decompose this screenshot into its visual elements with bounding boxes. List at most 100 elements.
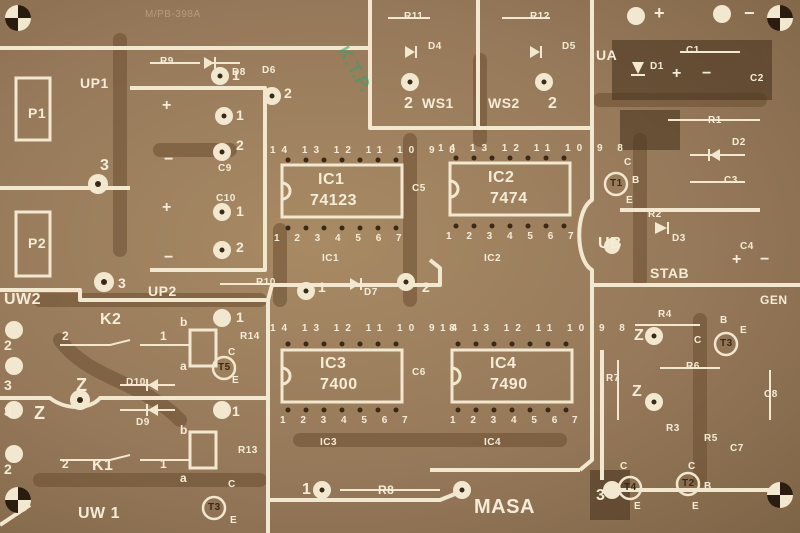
pad-label-2f: 2 bbox=[422, 279, 431, 295]
label-d9: D9 bbox=[136, 417, 150, 428]
label-z-3: Z bbox=[634, 327, 645, 344]
handwritten-note: M/PB-398A bbox=[145, 9, 201, 20]
ic-pin-hole bbox=[509, 407, 515, 413]
label-ws2: WS2 bbox=[488, 95, 520, 111]
ic-pin-hole bbox=[453, 223, 459, 229]
ic-pin-hole bbox=[525, 223, 531, 229]
label-a-k2: a bbox=[180, 359, 188, 373]
ic-pin-hole bbox=[321, 407, 327, 413]
pad-label-2g: 2 bbox=[4, 337, 13, 353]
label-r9: R9 bbox=[160, 56, 174, 67]
label-c9: C9 bbox=[218, 163, 232, 174]
label-r11: R11 bbox=[404, 11, 424, 22]
ic-pin-hole bbox=[393, 341, 399, 347]
label-a-k1: a bbox=[180, 471, 188, 485]
ic-pin-hole bbox=[321, 225, 327, 231]
pad-label-1d: 1 bbox=[318, 279, 327, 295]
pad-label-2b: 2 bbox=[236, 137, 245, 153]
label-b-k2: b bbox=[180, 315, 188, 329]
minus-top: − bbox=[744, 3, 756, 23]
label-d7: D7 bbox=[364, 287, 378, 298]
mounting-holes bbox=[5, 5, 793, 513]
ic4-sub-label: IC4 bbox=[484, 437, 502, 448]
ic-pin-hole bbox=[393, 407, 399, 413]
label-r10: R10 bbox=[256, 277, 276, 288]
label-p2: P2 bbox=[28, 235, 47, 251]
t2-b: B bbox=[704, 481, 712, 492]
ic2-ref: IC2 bbox=[488, 169, 515, 186]
ic-pin-hole bbox=[375, 341, 381, 347]
pad-label-1h: 1 bbox=[232, 403, 241, 419]
ic-pin-hole bbox=[527, 341, 533, 347]
ic-pin-hole bbox=[543, 223, 549, 229]
ic3-pins-bottom: 1 2 3 4 5 6 7 bbox=[280, 415, 414, 426]
ic-pin-hole bbox=[489, 223, 495, 229]
label-r8: R8 bbox=[378, 483, 395, 497]
ic-pin-hole bbox=[357, 341, 363, 347]
pad-label-2i: 2 bbox=[62, 329, 70, 343]
pad-label-3c: 3 bbox=[596, 487, 606, 504]
ic-pin-hole bbox=[357, 407, 363, 413]
pad-label-3: 3 bbox=[100, 157, 110, 174]
ic1-ref: IC1 bbox=[318, 171, 345, 188]
ic-pin-hole bbox=[339, 157, 345, 163]
label-t4: T4 bbox=[624, 482, 637, 493]
label-r6: R6 bbox=[686, 361, 700, 372]
minus-c1: − bbox=[702, 65, 712, 82]
ic4-ref: IC4 bbox=[490, 355, 517, 372]
pad-label-1g: 1 bbox=[160, 457, 168, 471]
transistor-outlines bbox=[201, 171, 739, 521]
pad-label-2h: 2 bbox=[4, 461, 13, 477]
ic-pin-hole bbox=[285, 157, 291, 163]
ic-pin-hole bbox=[303, 225, 309, 231]
pad-label-2e: 2 bbox=[548, 95, 558, 112]
pad-label-1e: 1 bbox=[302, 481, 312, 498]
ic-pin-hole bbox=[491, 407, 497, 413]
pad-label-2d: 2 bbox=[404, 95, 414, 112]
pot-outlines bbox=[14, 76, 218, 470]
label-stab: STAB bbox=[650, 265, 690, 281]
plus-c4: + bbox=[732, 251, 742, 268]
ic-pin-hole bbox=[321, 157, 327, 163]
ic-pin-hole bbox=[455, 407, 461, 413]
ic-pin-hole bbox=[491, 341, 497, 347]
label-d3: D3 bbox=[672, 233, 686, 244]
plus-c10: + bbox=[162, 199, 172, 216]
ic-pin-hole bbox=[545, 341, 551, 347]
ic-pin-hole bbox=[357, 225, 363, 231]
label-z-1: Z bbox=[76, 375, 88, 395]
ic-pin-hole bbox=[375, 407, 381, 413]
t3g-c: C bbox=[694, 335, 702, 346]
t5-e: E bbox=[232, 375, 240, 386]
ic2-pins-top: 14 13 12 11 10 9 8 bbox=[438, 143, 629, 154]
label-d10: D10 bbox=[126, 377, 146, 388]
ic1-pins-bottom: 1 2 3 4 5 6 7 bbox=[274, 233, 408, 244]
label-r2: R2 bbox=[648, 209, 662, 220]
t3-e: E bbox=[230, 515, 238, 526]
ic3-sub-label: IC3 bbox=[320, 437, 338, 448]
t2-c: C bbox=[688, 461, 696, 472]
label-c6: C6 bbox=[412, 367, 426, 378]
t5-c: C bbox=[228, 347, 236, 358]
label-r12: R12 bbox=[530, 11, 550, 22]
t1-c: C bbox=[624, 157, 632, 168]
label-r5: R5 bbox=[704, 433, 718, 444]
label-d6: D6 bbox=[262, 65, 276, 76]
label-up2: UP2 bbox=[148, 283, 177, 299]
ic-pin-hole bbox=[303, 157, 309, 163]
label-r13: R13 bbox=[238, 445, 258, 456]
ic-pin-pads bbox=[285, 155, 569, 413]
ic1-sub-label: IC1 bbox=[322, 253, 340, 264]
pad-label-2: 2 bbox=[284, 85, 293, 101]
label-masa: MASA bbox=[474, 496, 535, 518]
label-r7: R7 bbox=[606, 373, 620, 384]
label-c1: C1 bbox=[686, 45, 700, 56]
ic-pin-hole bbox=[339, 225, 345, 231]
ic-pin-hole bbox=[455, 341, 461, 347]
label-t1: T1 bbox=[610, 178, 623, 189]
ic-pin-hole bbox=[285, 225, 291, 231]
pad-label-1: 1 bbox=[232, 67, 241, 83]
ic3-part: 7400 bbox=[320, 376, 358, 393]
large-pads bbox=[5, 5, 731, 499]
